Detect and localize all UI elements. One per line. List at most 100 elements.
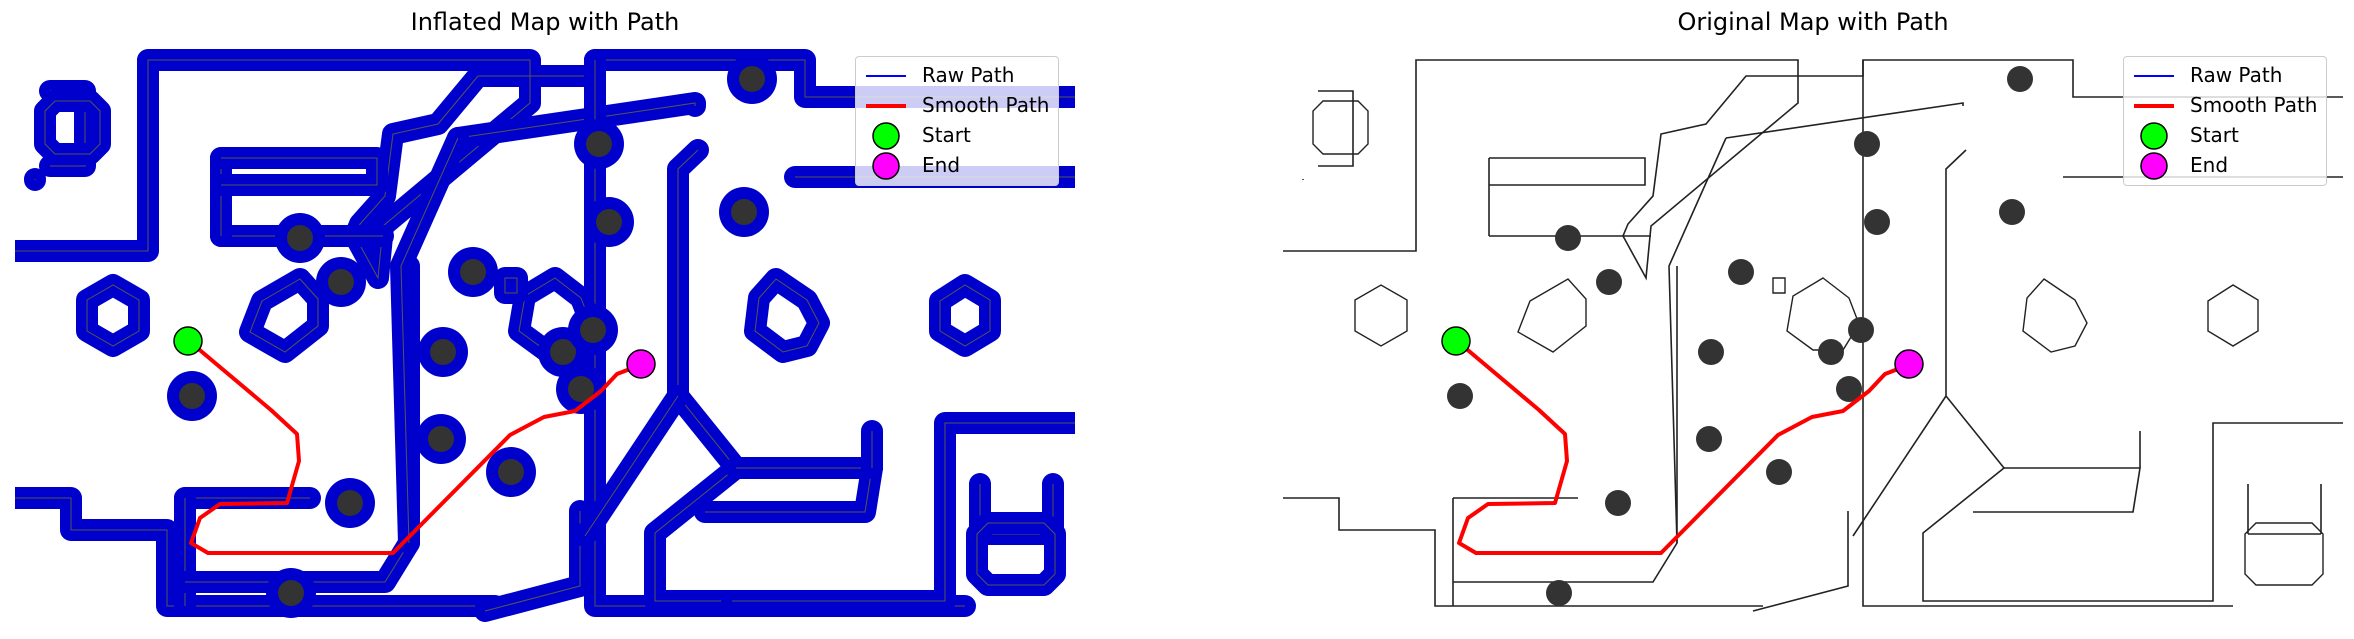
obstacle-4 xyxy=(1555,225,1581,251)
shape-outline-2 xyxy=(1354,284,1408,347)
wall-line-17 xyxy=(705,467,873,513)
legend-raw-path-line xyxy=(2134,75,2174,77)
obstacle-12 xyxy=(1766,459,1792,485)
wall-line-12 xyxy=(1752,511,1849,612)
obstacle-13 xyxy=(1605,490,1631,516)
legend-label-start: Start xyxy=(922,123,971,147)
shape-outline-6 xyxy=(1786,277,1860,351)
obstacle-1 xyxy=(586,131,612,157)
obstacle-12 xyxy=(498,459,524,485)
legend-item-end: End xyxy=(856,151,1058,181)
original-map-plot xyxy=(1283,59,2343,612)
legend-end-marker xyxy=(2140,152,2168,180)
inflated-wall-17 xyxy=(694,457,883,523)
end-marker xyxy=(626,349,656,379)
obstacle-9 xyxy=(580,317,606,343)
wall-line-5 xyxy=(221,157,378,186)
obstacle-14 xyxy=(1546,580,1572,606)
shape-outline-5 xyxy=(2207,284,2259,347)
wall-line-0 xyxy=(15,59,1075,280)
shape-outline-0 xyxy=(44,100,101,155)
legend-item-raw-path: Raw Path xyxy=(2124,61,2326,91)
legend-smooth-path-line xyxy=(2134,104,2174,108)
obstacle-15 xyxy=(568,376,594,402)
wall-line-10 xyxy=(457,102,696,139)
legend-item-end: End xyxy=(2124,151,2326,181)
legend-label-raw-path: Raw Path xyxy=(2190,63,2283,87)
legend-item-smooth-path: Smooth Path xyxy=(856,91,1058,121)
wall-line-11 xyxy=(1668,137,1727,544)
legend-item-start: Start xyxy=(2124,121,2326,151)
obstacle-7 xyxy=(1698,339,1724,365)
obstacle-2 xyxy=(596,209,622,235)
wall-line-0 xyxy=(1283,59,2343,281)
smooth-path-line xyxy=(187,339,644,555)
end-marker xyxy=(1894,349,1924,379)
shape-outline-4 xyxy=(754,278,820,353)
legend-end-marker xyxy=(872,152,900,180)
legend-label-smooth-path: Smooth Path xyxy=(2190,93,2318,117)
obstacle-10 xyxy=(179,383,205,409)
shape-outline-1 xyxy=(976,522,1056,586)
shape-outline-1 xyxy=(2244,522,2324,586)
shape-outline-3 xyxy=(249,278,319,353)
shape-outline-3 xyxy=(1517,278,1587,353)
legend-label-end: End xyxy=(2190,153,2229,177)
legend-start-marker xyxy=(872,122,900,150)
wall-line-9 xyxy=(1453,266,1678,583)
inflated-wall-9 xyxy=(174,255,420,593)
obstacle-5 xyxy=(1596,269,1622,295)
obstacle-8 xyxy=(550,339,576,365)
obstacle-0 xyxy=(2007,66,2033,92)
inflated-shape-0 xyxy=(34,90,111,165)
obstacle-9 xyxy=(1848,317,1874,343)
wall-line-16 xyxy=(732,422,1075,602)
inflated-shape-1 xyxy=(966,512,1066,596)
legend-inflated: Raw Path Smooth Path Start End xyxy=(855,56,1059,186)
obstacle-5 xyxy=(328,269,354,295)
wall-line-13 xyxy=(1862,60,2233,607)
obstacle-7 xyxy=(430,339,456,365)
obstacle-13 xyxy=(337,490,363,516)
obstacle-11 xyxy=(428,426,454,452)
wall-line-9 xyxy=(185,266,410,583)
inflated-shape-2 xyxy=(76,274,150,357)
legend-label-start: Start xyxy=(2190,123,2239,147)
obstacle-14 xyxy=(278,580,304,606)
shape-outline-7 xyxy=(504,277,518,294)
inflated-shape-7 xyxy=(494,267,528,304)
wall-line-11 xyxy=(400,137,459,544)
wall-line-15 xyxy=(584,395,679,537)
inflated-shape-3 xyxy=(239,268,329,363)
shape-outline-4 xyxy=(2022,278,2088,353)
obstacle-6 xyxy=(1728,259,1754,285)
wall-line-1 xyxy=(1318,90,1354,167)
start-marker xyxy=(173,326,203,356)
chart-title-inflated: Inflated Map with Path xyxy=(410,8,680,36)
legend-item-smooth-path: Smooth Path xyxy=(2124,91,2326,121)
inflated-wall-12 xyxy=(474,500,591,622)
wall-line-6 xyxy=(1283,497,1763,607)
raw-path-line xyxy=(1456,340,1912,554)
legend-original: Raw Path Smooth Path Start End xyxy=(2123,56,2327,186)
inflated-wall-5 xyxy=(210,147,388,196)
obstacle-8 xyxy=(1818,339,1844,365)
legend-start-marker xyxy=(2140,122,2168,150)
legend-label-raw-path: Raw Path xyxy=(922,63,1015,87)
wall-line-14 xyxy=(1922,149,2006,602)
obstacle-4 xyxy=(287,225,313,251)
start-marker xyxy=(1441,326,1471,356)
legend-raw-path-line xyxy=(866,75,906,77)
wall-line-6 xyxy=(15,497,495,607)
shape-outline-5 xyxy=(939,284,991,347)
legend-label-end: End xyxy=(922,153,961,177)
wall-line-16 xyxy=(2000,422,2343,602)
obstacle-11 xyxy=(1696,426,1722,452)
chart-title-original: Original Map with Path xyxy=(1677,8,1949,36)
legend-smooth-path-line xyxy=(866,104,906,108)
shape-outline-2 xyxy=(86,284,140,347)
shape-outline-7 xyxy=(1772,277,1786,294)
legend-item-start: Start xyxy=(856,121,1058,151)
wall-line-15 xyxy=(1852,395,1947,537)
smooth-path-line xyxy=(1455,339,1912,555)
